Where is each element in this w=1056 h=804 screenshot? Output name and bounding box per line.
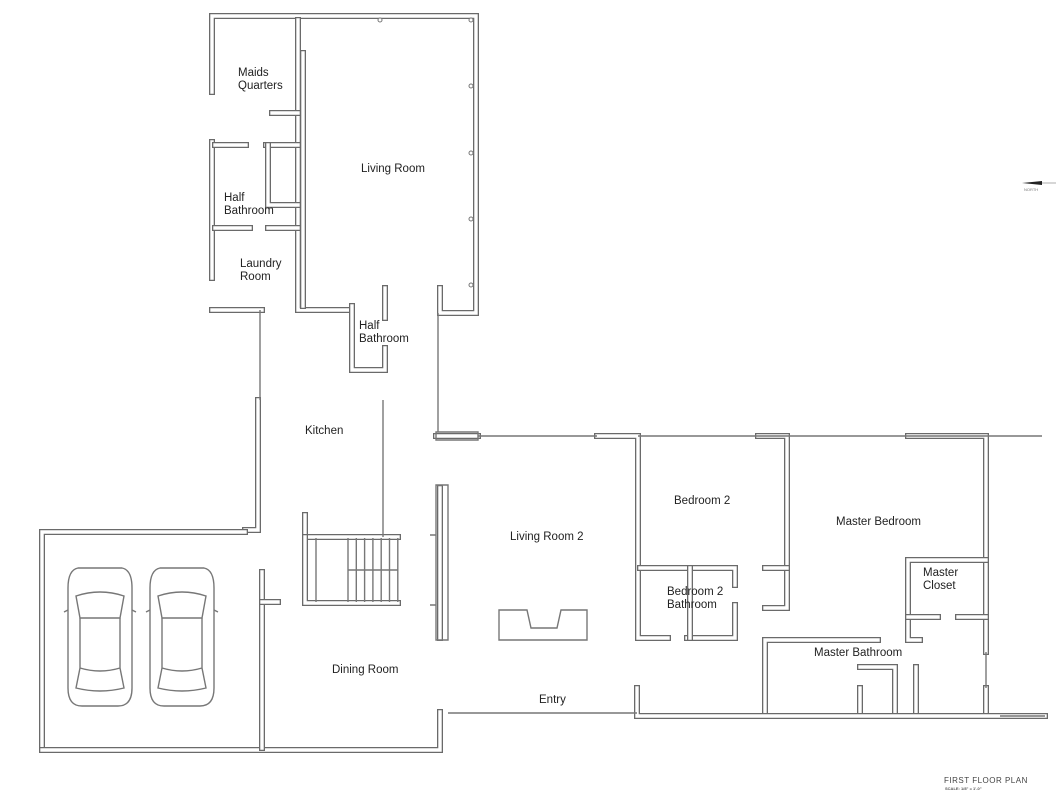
wall	[594, 433, 671, 641]
wall	[857, 664, 898, 719]
car-left	[63, 567, 137, 707]
plan-title: FIRST FLOOR PLAN	[944, 776, 1028, 785]
wall	[296, 18, 354, 312]
wall	[350, 304, 387, 372]
plan-scale: SCALE: 1/8" = 1'-0"	[945, 786, 982, 791]
wall	[685, 603, 737, 640]
wall	[638, 566, 737, 587]
room-label-master-bathroom: Master Bathroom	[814, 647, 903, 659]
thin-wall-line	[435, 431, 479, 441]
fireplace	[498, 609, 588, 641]
wall	[858, 665, 897, 718]
wall	[906, 558, 988, 642]
wall	[635, 686, 1047, 718]
wall	[210, 14, 478, 315]
room-label-living-room-2: Living Room 2	[510, 531, 584, 543]
thin-wall-line	[435, 484, 449, 641]
window-posts	[377, 17, 474, 288]
wall	[39, 709, 443, 753]
room-label-dining-room: Dining Room	[332, 664, 399, 676]
staircase	[315, 538, 399, 602]
wall	[303, 535, 400, 605]
wall	[755, 433, 790, 611]
thin-lines	[259, 310, 1045, 717]
north-label: NORTH	[1024, 187, 1039, 192]
wall	[243, 398, 260, 532]
wall	[303, 513, 400, 539]
wall	[756, 434, 789, 610]
wall	[302, 512, 401, 540]
walls	[39, 13, 1048, 753]
thin-wall-line	[430, 534, 436, 606]
wall	[40, 710, 442, 752]
room-label-bedroom-2: Bedroom 2	[674, 495, 731, 507]
wall	[266, 143, 300, 207]
wall	[40, 530, 247, 752]
wall	[763, 638, 880, 718]
wall	[295, 17, 355, 313]
room-label-entry: Entry	[539, 694, 566, 706]
wall	[242, 397, 261, 533]
room-label-living-room: Living Room	[361, 163, 425, 175]
wall	[595, 434, 670, 640]
north-arrow-icon	[1022, 181, 1056, 185]
car-right	[145, 567, 219, 707]
room-label-kitchen: Kitchen	[305, 425, 344, 437]
room-label-master-bedroom: Master Bedroom	[836, 516, 922, 528]
